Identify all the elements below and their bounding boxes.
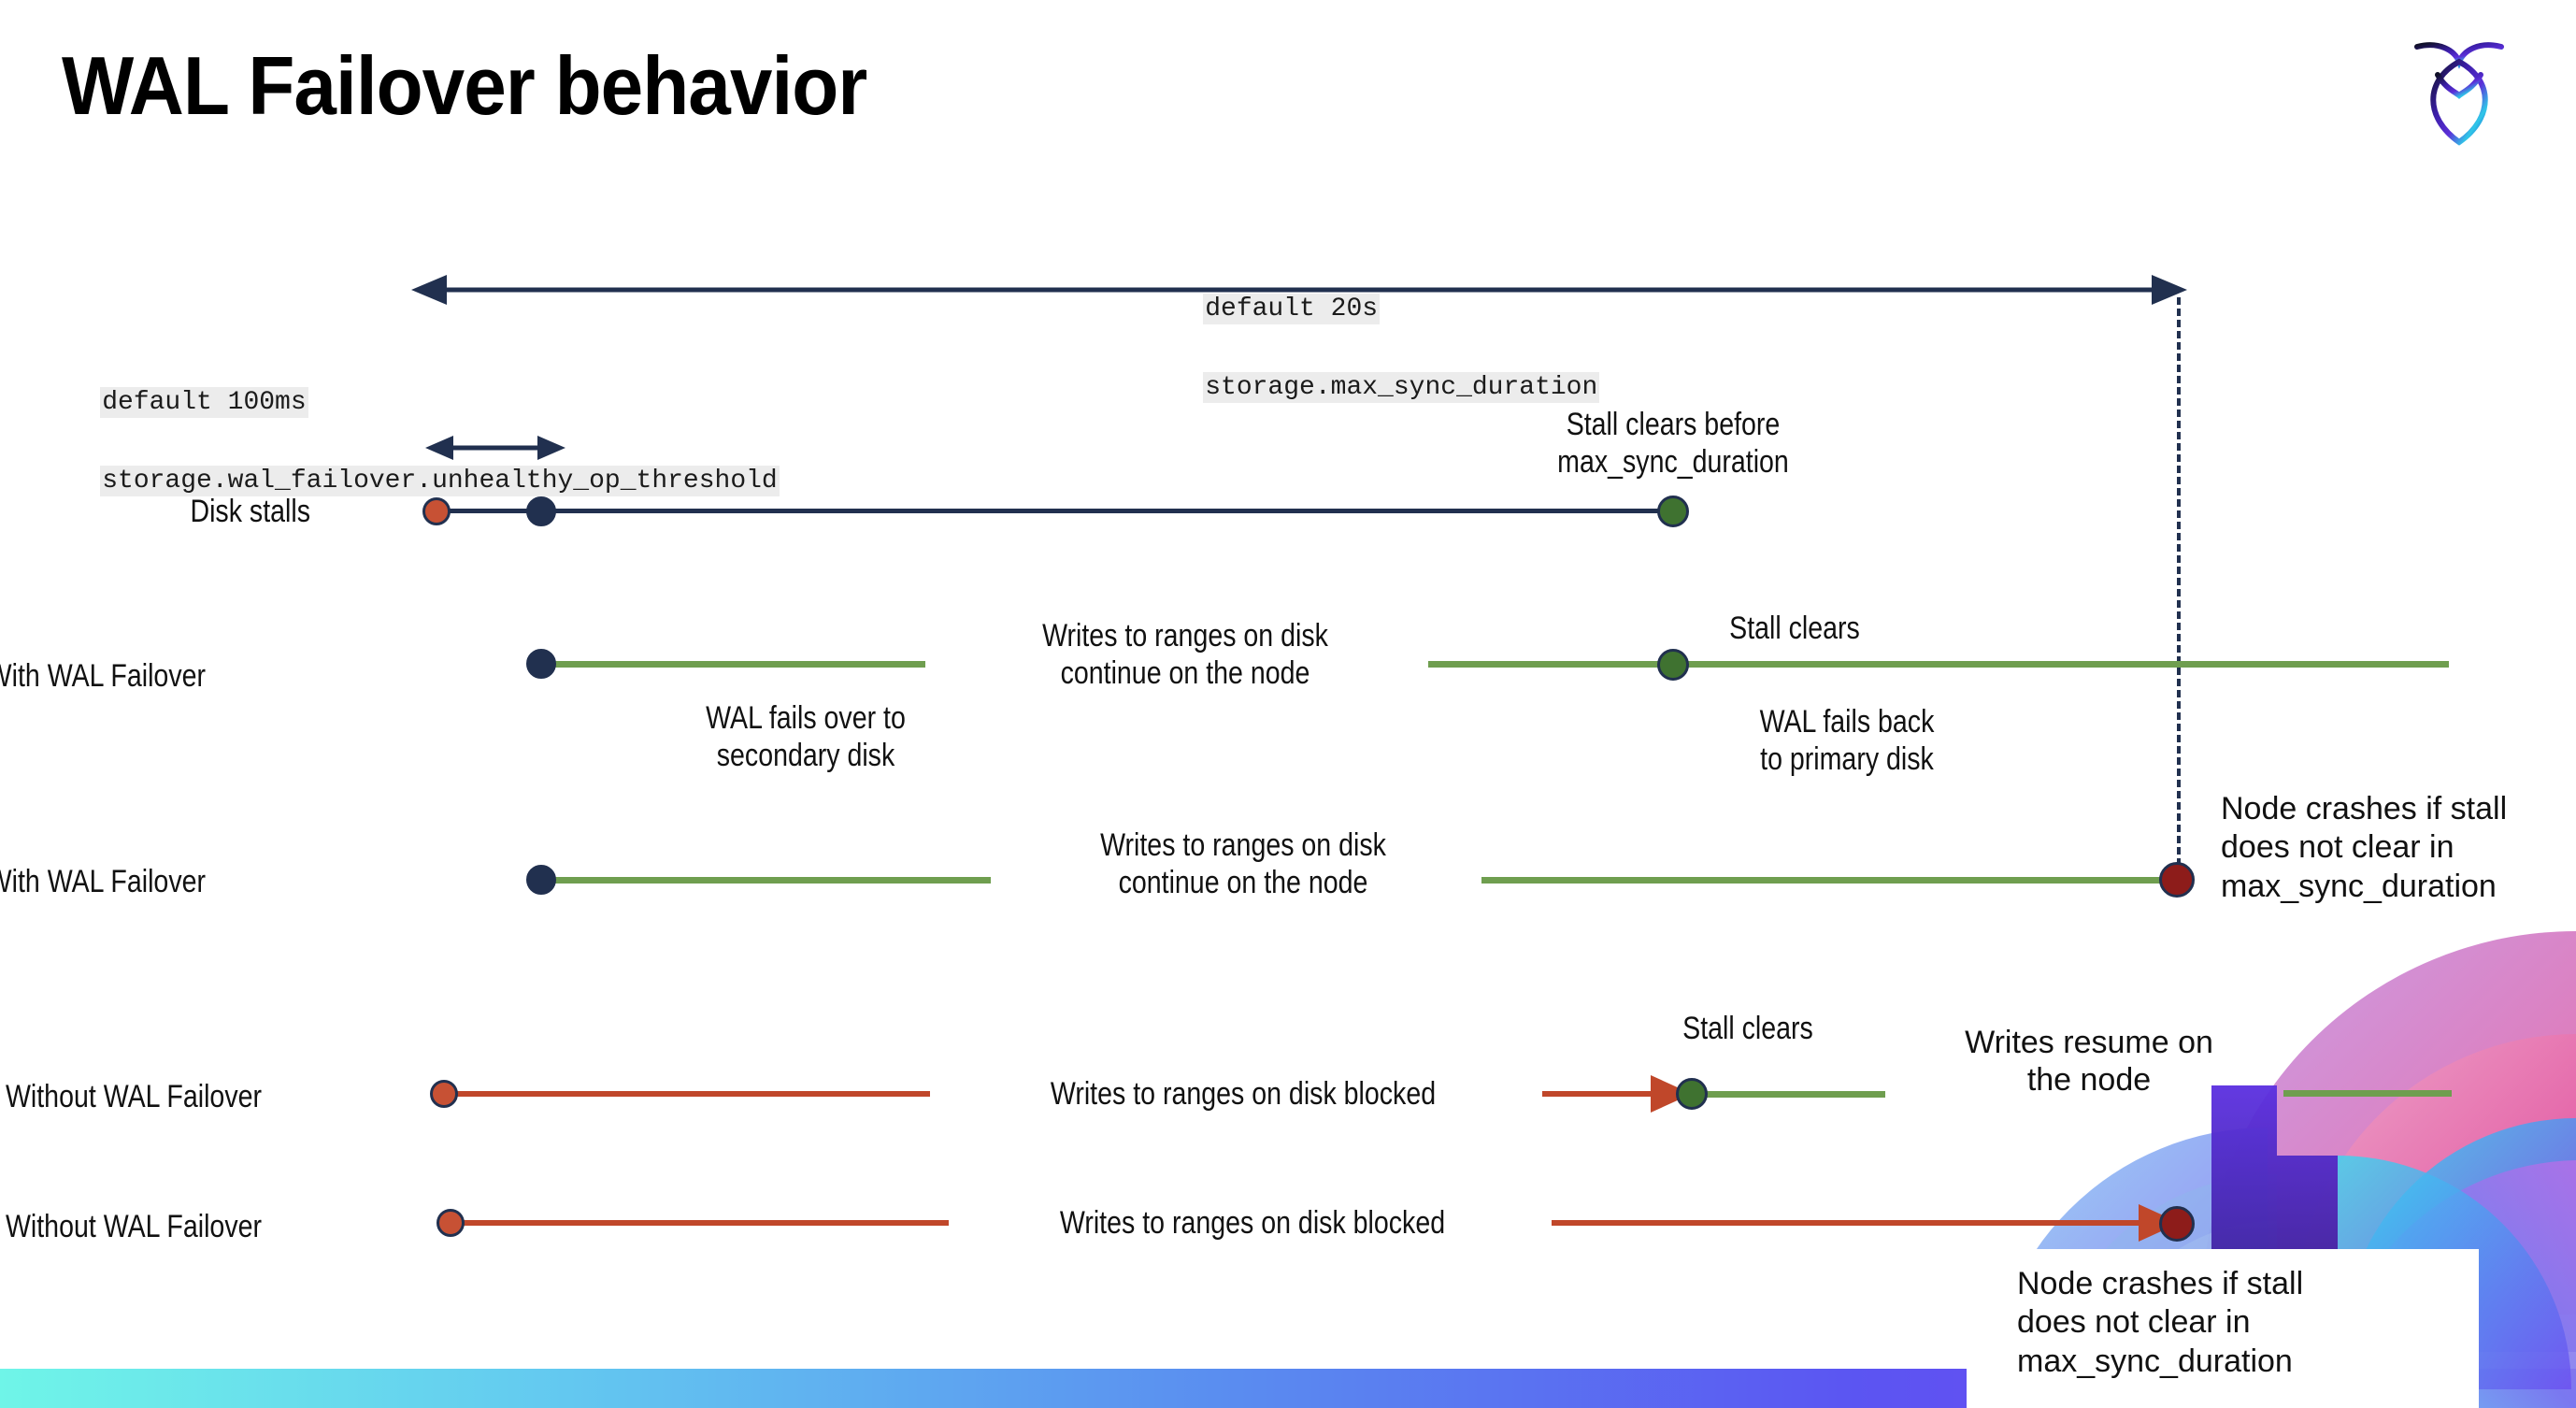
wal-failover-trigger-dot: [526, 496, 556, 526]
wal-fails-back-label: WAL fails back to primary disk: [1759, 704, 1935, 778]
disk-stall-clear-dot: [1657, 496, 1689, 527]
unhealthy-setting-label: storage.wal_failover.unhealthy_op_thresh…: [100, 466, 780, 496]
without-failover-red-segment-a: [449, 1091, 930, 1097]
wal-failover-crash-green-segment-a: [542, 877, 991, 884]
writes-continue-label-2: Writes to ranges on disk continue on the…: [1100, 827, 1386, 901]
stall-clears-before-max-sync-label: Stall clears before max_sync_duration: [1557, 407, 1789, 481]
max-sync-setting-label: storage.max_sync_duration: [1203, 372, 1600, 403]
unhealthy-op-threshold-arrow: [425, 436, 565, 460]
writes-blocked-label-1: Writes to ranges on disk blocked: [1050, 1076, 1437, 1112]
writes-resume-label: Writes resume on the node: [1965, 1025, 2213, 1099]
max-sync-duration-arrow: [411, 275, 2187, 305]
max-sync-duration-annotation: default 20s storage.max_sync_duration: [1140, 251, 1600, 447]
cockroachdb-logo-icon: [2404, 26, 2514, 157]
row-label-without-wal-failover-2: Without WAL Failover: [5, 1209, 262, 1244]
wal-failback-dot: [1657, 649, 1689, 681]
disk-stall-start-dot: [422, 497, 451, 525]
node-crash-dot-2: [2159, 1206, 2195, 1242]
node-crashes-note-2: Node crashes if stall does not clear in …: [2017, 1266, 2304, 1379]
without-failover-red-arrow-1: [1542, 1075, 1692, 1113]
without-failover-green-segment-2: [2283, 1090, 2452, 1097]
row-label-with-wal-failover-1: With WAL Failover: [0, 658, 206, 694]
node-crash-dot-1: [2159, 862, 2195, 898]
without-failover-red-arrow-2: [1552, 1204, 2180, 1242]
page-title: WAL Failover behavior: [62, 39, 867, 132]
wal-failover-start-dot: [526, 649, 556, 679]
writes-blocked-label-2: Writes to ranges on disk blocked: [1059, 1205, 1446, 1241]
row-label-disk-stalls: Disk stalls: [190, 494, 310, 529]
unhealthy-op-threshold-annotation: default 100ms storage.wal_failover.unhea…: [37, 344, 780, 540]
row-label-without-wal-failover-1: Without WAL Failover: [5, 1079, 262, 1114]
without-failover-crash-red-segment-a: [458, 1220, 949, 1226]
writes-continue-label-1: Writes to ranges on disk continue on the…: [1042, 618, 1328, 692]
wal-failover-crash-start-dot: [526, 865, 556, 895]
disk-stalls-timeline: [439, 509, 1682, 513]
stall-clears-label-2: Stall clears: [1682, 1011, 1813, 1046]
stall-clears-label-1: Stall clears: [1729, 611, 1860, 646]
unhealthy-default-label: default 100ms: [100, 387, 308, 418]
row-label-with-wal-failover-2: With WAL Failover: [0, 864, 206, 899]
max-sync-duration-guide-line: [2177, 297, 2181, 877]
node-crashes-note-1: Node crashes if stall does not clear in …: [2221, 791, 2508, 904]
without-failover-stall-clear-dot: [1676, 1078, 1708, 1110]
node-crashes-callout-box: [1967, 1249, 2479, 1408]
max-sync-default-label: default 20s: [1203, 294, 1381, 324]
without-failover-green-segment-1: [1692, 1091, 1885, 1098]
without-failover-stall-start-dot-2: [436, 1209, 465, 1237]
without-failover-stall-start-dot-1: [430, 1080, 458, 1108]
wal-failover-green-segment-b: [1428, 661, 2449, 668]
wal-fails-over-label: WAL fails over to secondary disk: [706, 700, 906, 774]
wal-failover-crash-green-segment-b: [1481, 877, 2173, 884]
wal-failover-green-segment-a: [542, 661, 925, 668]
